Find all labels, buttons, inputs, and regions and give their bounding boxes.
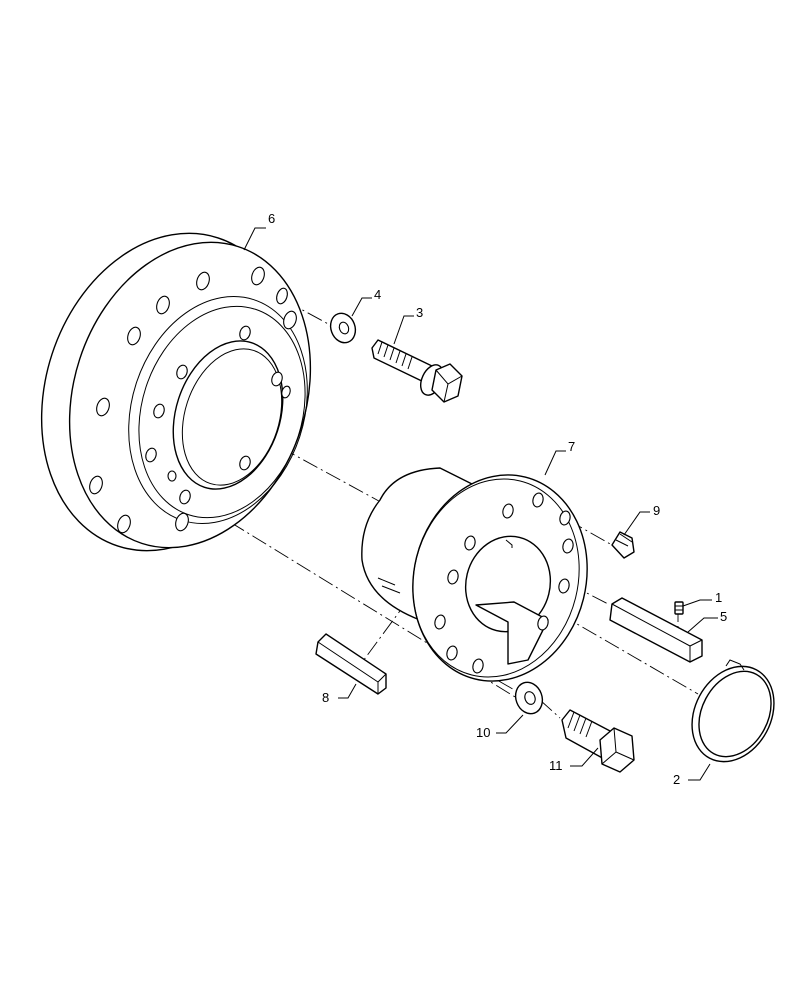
bolt-part-3 bbox=[371, 339, 463, 403]
set-screw-part-1 bbox=[674, 601, 684, 615]
callout-10: 10 bbox=[476, 725, 490, 740]
callout-2: 2 bbox=[673, 772, 680, 787]
callout-1: 1 bbox=[715, 590, 722, 605]
washer-part-4 bbox=[329, 312, 357, 344]
key-part-8 bbox=[315, 633, 387, 695]
callout-3: 3 bbox=[416, 305, 423, 320]
callout-5: 5 bbox=[720, 609, 727, 624]
washer-part-10 bbox=[514, 681, 544, 715]
key-part-5 bbox=[609, 597, 703, 663]
bolt-part-11 bbox=[561, 709, 635, 773]
callout-9: 9 bbox=[653, 503, 660, 518]
plug-part-9 bbox=[611, 531, 635, 559]
leader-lines bbox=[243, 227, 718, 781]
callout-8: 8 bbox=[322, 690, 329, 705]
retaining-ring-part-2 bbox=[691, 659, 775, 763]
callout-11: 11 bbox=[549, 758, 563, 773]
hub-part-7 bbox=[361, 467, 588, 682]
flange-part-6 bbox=[40, 232, 312, 552]
callout-4: 4 bbox=[374, 287, 381, 302]
callout-7: 7 bbox=[568, 439, 575, 454]
callout-labels: 6 4 3 7 9 1 5 8 10 11 2 bbox=[268, 211, 727, 787]
callout-6: 6 bbox=[268, 211, 275, 226]
